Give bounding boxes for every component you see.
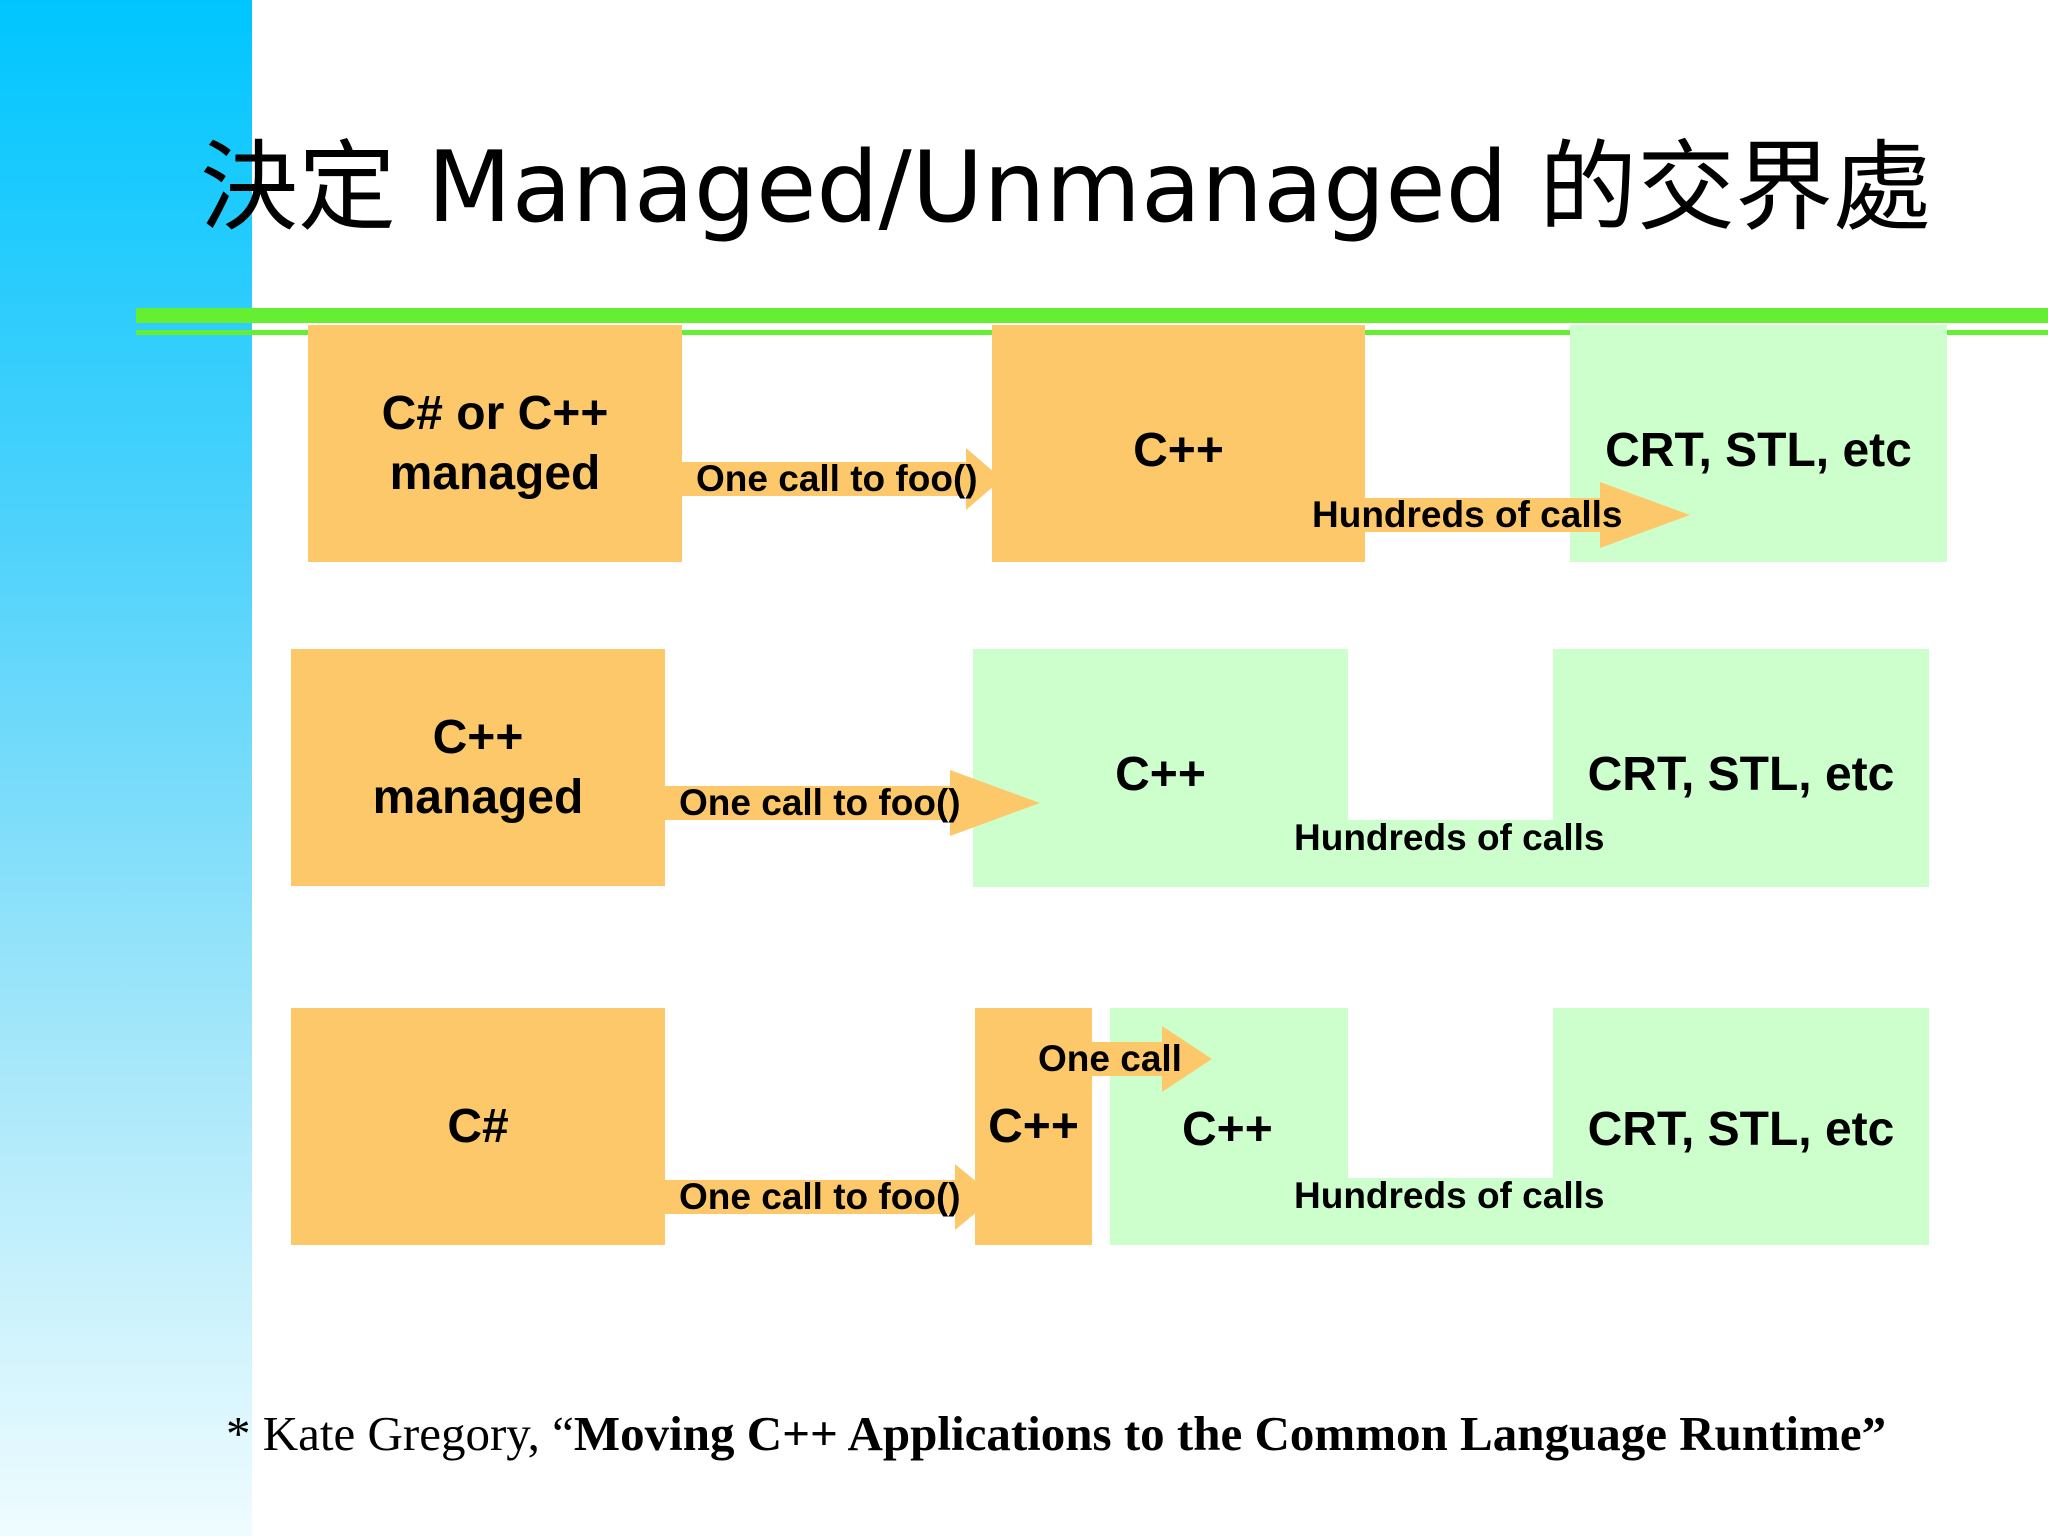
- row2-connector: [1348, 820, 1553, 887]
- sidebar-gradient: [0, 0, 252, 1536]
- row2-box-crt: CRT, STL, etc: [1553, 649, 1929, 887]
- row2-box-managed: C++ managed: [291, 649, 665, 886]
- row3-box-cpp-managed: C++: [975, 1008, 1092, 1245]
- arrow-right-icon: [1092, 1026, 1212, 1092]
- footnote-citation: * Kate Gregory, “Moving C++ Applications…: [226, 1405, 2026, 1462]
- footnote-prefix: * Kate Gregory, “: [226, 1406, 574, 1461]
- row2-hundreds-label: Hundreds of calls: [1294, 817, 1605, 858]
- row2-arrow-one-call: One call to foo(): [665, 768, 1040, 838]
- row3-box-cpp-native-label: C++: [1182, 1103, 1273, 1156]
- row3-arrow-one-call: [1092, 1024, 1212, 1094]
- row2-box-cpp-label: C++: [1115, 748, 1206, 801]
- row3-box-csharp: C#: [291, 1008, 665, 1245]
- row1-arrow-hundreds: Hundreds of calls: [1310, 480, 1690, 550]
- row3-connector: [1348, 1178, 1553, 1245]
- row1-box-managed: C# or C++ managed: [308, 325, 682, 562]
- row1-box-managed-label: C# or C++ managed: [381, 386, 609, 500]
- arrow-right-icon: [1310, 482, 1690, 548]
- footnote-title: Moving C++ Applications to the Common La…: [573, 1406, 1862, 1461]
- row2-arrow-one-call-label: One call to foo(): [679, 782, 961, 823]
- row1-arrow-hundreds-label: Hundreds of calls: [1312, 494, 1623, 535]
- row1-box-cpp: C++: [992, 325, 1365, 562]
- row1-arrow-one-call: One call to foo(): [682, 444, 1002, 514]
- row3-box-crt-label: CRT, STL, etc: [1587, 1103, 1895, 1156]
- arrow-right-icon: [665, 770, 1040, 836]
- row3-arrow-one-call-foo-label: One call to foo(): [679, 1176, 961, 1217]
- row3-arrow-one-call-label: One call: [1038, 1038, 1182, 1079]
- slide-title: 決定 Managed/Unmanaged 的交界處: [200, 131, 1932, 245]
- row1-box-crt-label: CRT, STL, etc: [1605, 424, 1912, 477]
- row2-box-cpp: C++: [973, 649, 1348, 887]
- row3-box-crt: CRT, STL, etc: [1553, 1008, 1929, 1245]
- arrow-right-icon: [682, 448, 1002, 510]
- row3-arrow-one-call-foo: One call to foo(): [665, 1162, 995, 1232]
- row3-box-cpp-managed-label: C++: [988, 1099, 1079, 1153]
- row1-box-cpp-label: C++: [1133, 424, 1224, 477]
- row3-hundreds-label: Hundreds of calls: [1294, 1175, 1605, 1216]
- arrow-right-icon: [665, 1164, 995, 1230]
- row3-box-csharp-label: C#: [447, 1099, 509, 1153]
- row2-box-managed-label: C++ managed: [372, 710, 584, 824]
- row2-box-crt-label: CRT, STL, etc: [1587, 748, 1895, 801]
- footnote-suffix: ”: [1861, 1406, 1887, 1461]
- row1-arrow-one-call-label: One call to foo(): [696, 458, 978, 499]
- title-rule-thick: [136, 308, 2048, 323]
